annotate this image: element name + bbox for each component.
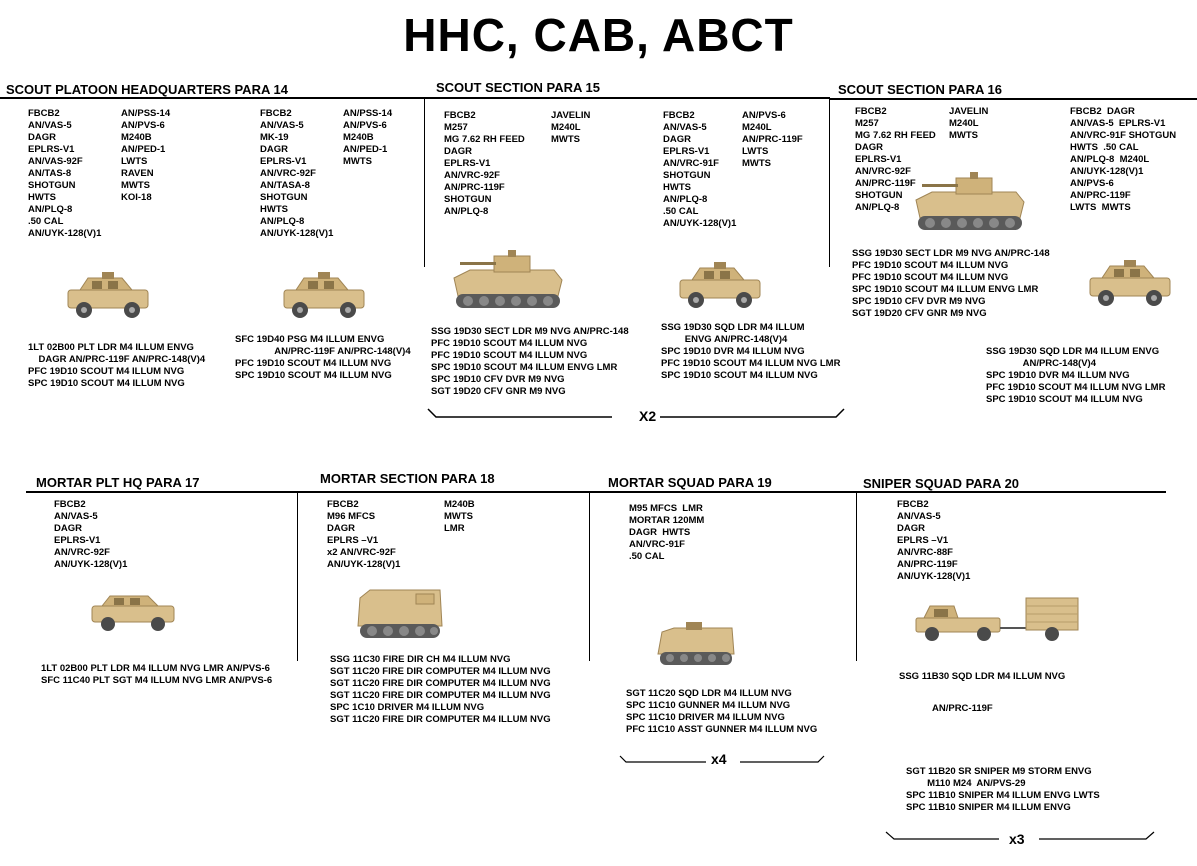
- divider: [26, 491, 1166, 493]
- mortar-carrier-icon: [356, 586, 444, 642]
- scout-sec-15-title: SCOUT SECTION PARA 15: [436, 80, 600, 95]
- equipment-list: FBCB2 AN/VAS-5 DAGR EPLRS-V1 AN/VRC-91F …: [663, 110, 736, 230]
- humvee-icon: [282, 272, 366, 322]
- equipment-list: AN/PSS-14 AN/PVS-6 M240B AN/PED-1 MWTS: [343, 108, 392, 168]
- personnel-list: SSG 11B30 SQD LDR M4 ILLUM NVG: [899, 671, 1065, 683]
- personnel-list: SGT 11C20 SQD LDR M4 ILLUM NVG SPC 11C10…: [626, 688, 817, 736]
- page-title: HHC, CAB, ABCT: [0, 8, 1197, 62]
- equipment-list: AN/PVS-6 M240L AN/PRC-119F LWTS MWTS: [742, 110, 803, 170]
- mortar-section-title: MORTAR SECTION PARA 18: [320, 471, 495, 486]
- bradley-cfv-icon: [450, 250, 566, 314]
- multiplier-bracket: [426, 402, 846, 424]
- truck-with-trailer-icon: [914, 596, 1084, 650]
- multiplier-label: x4: [711, 751, 727, 767]
- equipment-list: FBCB2 AN/VAS-5 DAGR EPLRS-V1 AN/VAS-92F …: [28, 108, 101, 240]
- personnel-list: 1LT 02B00 PLT LDR M4 ILLUM NVG LMR AN/PV…: [41, 663, 272, 687]
- multiplier-label: X2: [639, 408, 656, 424]
- divider: [829, 98, 1197, 100]
- mortar-squad-title: MORTAR SQUAD PARA 19: [608, 475, 772, 490]
- humvee-icon: [66, 272, 150, 322]
- equipment-list: AN/PSS-14 AN/PVS-6 M240B AN/PED-1 LWTS R…: [121, 108, 170, 204]
- humvee-icon: [678, 262, 762, 312]
- divider: [856, 491, 857, 661]
- equipment-list: FBCB2 AN/VAS-5 DAGR EPLRS –V1 AN/VRC-88F…: [897, 499, 970, 583]
- equipment-list: M95 MFCS LMR MORTAR 120MM DAGR HWTS AN/V…: [629, 503, 704, 563]
- equipment-list: JAVELIN M240L MWTS: [949, 106, 988, 142]
- multiplier-label: x3: [1009, 831, 1025, 847]
- divider: [424, 97, 830, 99]
- personnel-list: 1LT 02B00 PLT LDR M4 ILLUM ENVG DAGR AN/…: [28, 342, 205, 390]
- humvee-icon: [1088, 260, 1172, 310]
- sniper-squad-title: SNIPER SQUAD PARA 20: [863, 476, 1019, 491]
- personnel-list: SGT 11B20 SR SNIPER M9 STORM ENVG M110 M…: [906, 766, 1100, 814]
- equipment-list: JAVELIN M240L MWTS: [551, 110, 590, 146]
- mortar-plt-hq-title: MORTAR PLT HQ PARA 17: [36, 475, 199, 490]
- divider: [0, 97, 425, 99]
- personnel-list: SSG 19D30 SQD LDR M4 ILLUM ENVG AN/PRC-1…: [986, 346, 1165, 406]
- personnel-list: SSG 19D30 SQD LDR M4 ILLUM ENVG AN/PRC-1…: [661, 322, 840, 382]
- equipment-list: FBCB2 AN/VAS-5 MK-19 DAGR EPLRS-V1 AN/VR…: [260, 108, 333, 240]
- personnel-list: SFC 19D40 PSG M4 ILLUM ENVG AN/PRC-119F …: [235, 334, 411, 382]
- divider: [589, 491, 590, 661]
- divider: [829, 97, 830, 267]
- divider: [424, 97, 425, 267]
- bradley-cfv-icon: [912, 172, 1028, 236]
- personnel-list: SSG 19D30 SECT LDR M9 NVG AN/PRC-148 PFC…: [431, 326, 629, 398]
- equipment-list: M240B MWTS LMR: [444, 499, 475, 535]
- equipment-list: FBCB2 DAGR AN/VAS-5 EPLRS-V1 AN/VRC-91F …: [1070, 106, 1176, 214]
- radio-label: AN/PRC-119F: [932, 703, 993, 715]
- equipment-list: FBCB2 M257 MG 7.62 RH FEED DAGR EPLRS-V1…: [444, 110, 525, 218]
- equipment-list: FBCB2 M96 MFCS DAGR EPLRS –V1 x2 AN/VRC-…: [327, 499, 400, 571]
- equipment-list: FBCB2 AN/VAS-5 DAGR EPLRS-V1 AN/VRC-92F …: [54, 499, 127, 571]
- mortar-carrier-icon: [656, 620, 736, 670]
- divider: [297, 491, 298, 661]
- scout-sec-16-title: SCOUT SECTION PARA 16: [838, 82, 1002, 97]
- personnel-list: SSG 19D30 SECT LDR M9 NVG AN/PRC-148 PFC…: [852, 248, 1050, 320]
- scout-plt-hq-title: SCOUT PLATOON HEADQUARTERS PARA 14: [6, 82, 288, 97]
- personnel-list: SSG 11C30 FIRE DIR CH M4 ILLUM NVG SGT 1…: [330, 654, 551, 726]
- humvee-icon: [90, 592, 176, 634]
